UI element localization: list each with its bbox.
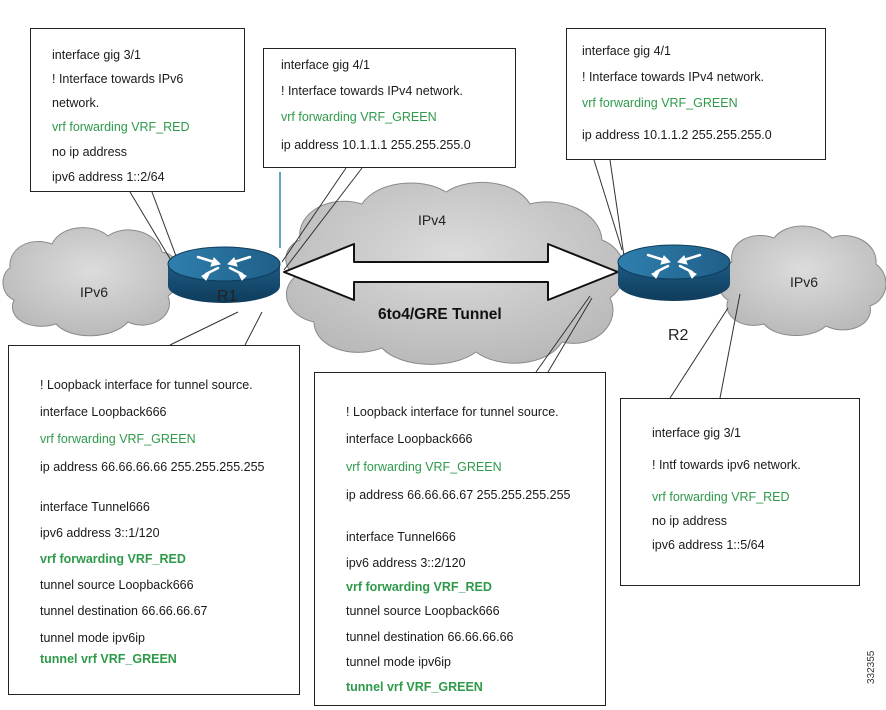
ipv4-label: IPv4 [418, 212, 447, 228]
r1-tunnel-line: interface Tunnel666 [40, 500, 150, 514]
r2-tunnel-line: interface Tunnel666 [346, 530, 456, 544]
r1-tunnel-line: interface Loopback666 [40, 405, 167, 419]
callout-lines [129, 159, 741, 399]
r1-gig31-line: no ip address [52, 145, 128, 159]
r2-gig31-config-box [620, 398, 860, 586]
r1-gig31-config-box [30, 28, 245, 192]
r2-gig31-line: no ip address [652, 514, 728, 528]
r2-tunnel-line: ipv6 address 3::2/120 [346, 556, 466, 570]
r1-gig31-line: interface gig 3/1 [52, 48, 141, 62]
r2-tunnel-line: ! Loopback interface for tunnel source. [346, 405, 559, 419]
r1-gig41-config-box [263, 48, 516, 168]
r1-gig31-line: ! Interface towards IPv6 [52, 72, 184, 86]
router-r2-icon [617, 244, 731, 301]
r2-gig31-line: ipv6 address 1::5/64 [652, 538, 765, 552]
router-r1-icon [167, 246, 281, 303]
r2-gig41-line: ip address 10.1.1.2 255.255.255.0 [582, 128, 772, 142]
r1-gig41-line: ip address 10.1.1.1 255.255.255.0 [281, 138, 471, 152]
left-ipv6-cloud [2, 227, 181, 337]
r2-tunnel-line: ip address 66.66.66.67 255.255.255.255 [346, 488, 571, 502]
r2-gig41-line: vrf forwarding VRF_GREEN [582, 96, 738, 110]
right-ipv6-label: IPv6 [790, 274, 819, 290]
r1-tunnel-line: ipv6 address 3::1/120 [40, 526, 160, 540]
r2-tunnel-line: vrf forwarding VRF_RED [346, 580, 492, 594]
left-ipv6-label: IPv6 [80, 284, 109, 300]
r2-tunnel-line: tunnel mode ipv6ip [346, 655, 451, 669]
r2-tunnel-line: tunnel vrf VRF_GREEN [346, 680, 483, 694]
r1-tunnel-line: tunnel vrf VRF_GREEN [40, 652, 177, 666]
r1-gig41-line: interface gig 4/1 [281, 58, 370, 72]
r2-tunnel-line: tunnel destination 66.66.66.66 [346, 630, 514, 644]
r1-gig41-line: vrf forwarding VRF_GREEN [281, 110, 437, 124]
r1-gig31-line: vrf forwarding VRF_RED [52, 120, 190, 134]
r2-gig41-line: interface gig 4/1 [582, 44, 671, 58]
r2-gig31-line: interface gig 3/1 [652, 426, 741, 440]
r2-gig41-config-box [566, 28, 826, 160]
r2-gig31-line: vrf forwarding VRF_RED [652, 490, 790, 504]
r2-tunnel-line: interface Loopback666 [346, 432, 473, 446]
r2-tunnel-line: tunnel source Loopback666 [346, 604, 500, 618]
figure-id: 332355 [866, 650, 877, 684]
r1-gig31-line: network. [52, 96, 100, 110]
r1-tunnel-line: tunnel destination 66.66.66.67 [40, 604, 208, 618]
r1-tunnel-line: tunnel mode ipv6ip [40, 631, 145, 645]
r1-gig41-line: ! Interface towards IPv4 network. [281, 84, 464, 98]
r2-gig31-line: ! Intf towards ipv6 network. [652, 458, 801, 472]
r1-tunnel-line: ! Loopback interface for tunnel source. [40, 378, 253, 392]
tunnel-label: 6to4/GRE Tunnel [378, 306, 502, 323]
r1-tunnel-line: vrf forwarding VRF_RED [40, 552, 186, 566]
r1-tunnel-line: vrf forwarding VRF_GREEN [40, 432, 196, 446]
r1-tunnel-line: tunnel source Loopback666 [40, 578, 194, 592]
right-ipv6-cloud [718, 225, 886, 337]
r1-gig31-line: ipv6 address 1::2/64 [52, 170, 165, 184]
r2-gig41-line: ! Interface towards IPv4 network. [582, 70, 765, 84]
router-r2-label: R2 [668, 327, 689, 344]
r1-tunnel-line: ip address 66.66.66.66 255.255.255.255 [40, 460, 265, 474]
r2-tunnel-config-box [314, 372, 606, 706]
router-r1-label: R1 [217, 288, 238, 305]
r2-tunnel-line: vrf forwarding VRF_GREEN [346, 460, 502, 474]
r1-tunnel-config-box [8, 345, 300, 695]
